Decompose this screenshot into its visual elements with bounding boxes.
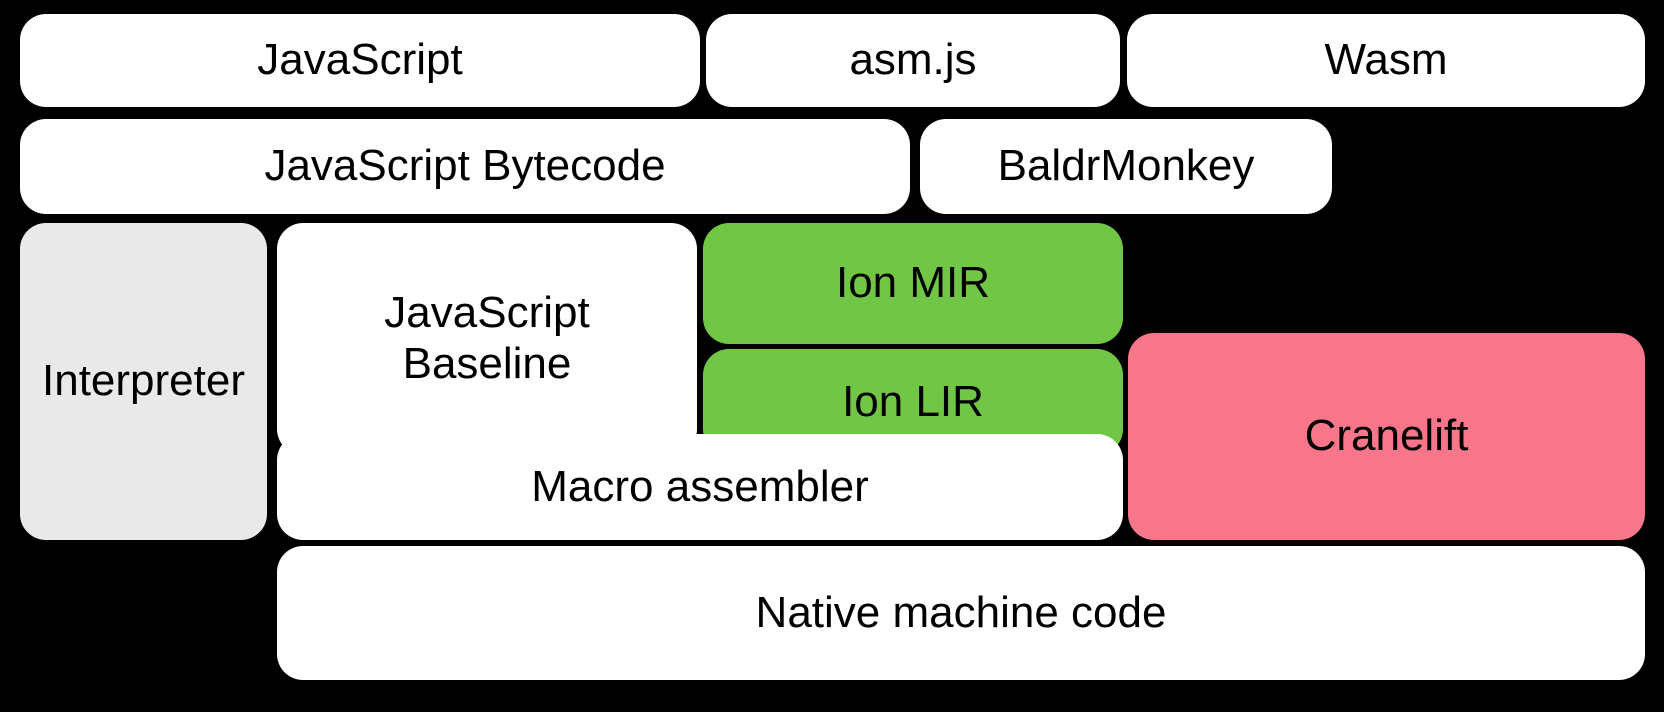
box-javascript-bytecode[interactable]: JavaScript Bytecode bbox=[20, 119, 910, 214]
box-asmjs-label: asm.js bbox=[849, 35, 977, 85]
box-asmjs[interactable]: asm.js bbox=[706, 14, 1120, 107]
box-ion-mir-label: Ion MIR bbox=[835, 258, 991, 308]
box-javascript-baseline[interactable]: JavaScript Baseline bbox=[277, 223, 697, 455]
box-ion-lir-label: Ion LIR bbox=[842, 376, 984, 426]
box-interpreter[interactable]: Interpreter bbox=[20, 223, 267, 540]
box-javascript-baseline-label: JavaScript Baseline bbox=[384, 288, 590, 388]
box-macro-assembler-label: Macro assembler bbox=[531, 461, 869, 511]
box-wasm[interactable]: Wasm bbox=[1127, 14, 1645, 107]
box-baldrmonkey[interactable]: BaldrMonkey bbox=[920, 119, 1332, 214]
box-baldrmonkey-label: BaldrMonkey bbox=[997, 141, 1255, 191]
box-javascript-label: JavaScript bbox=[257, 35, 463, 85]
box-ion-mir[interactable]: Ion MIR bbox=[703, 223, 1123, 344]
box-cranelift[interactable]: Cranelift bbox=[1128, 333, 1645, 540]
box-cranelift-label: Cranelift bbox=[1304, 411, 1469, 461]
box-javascript[interactable]: JavaScript bbox=[20, 14, 700, 107]
box-native-machine-code-label: Native machine code bbox=[755, 587, 1167, 637]
box-wasm-label: Wasm bbox=[1324, 35, 1448, 85]
box-macro-assembler[interactable]: Macro assembler bbox=[277, 434, 1123, 540]
box-javascript-bytecode-label: JavaScript Bytecode bbox=[264, 141, 666, 191]
box-interpreter-label: Interpreter bbox=[42, 356, 245, 406]
box-native-machine-code[interactable]: Native machine code bbox=[277, 546, 1645, 680]
